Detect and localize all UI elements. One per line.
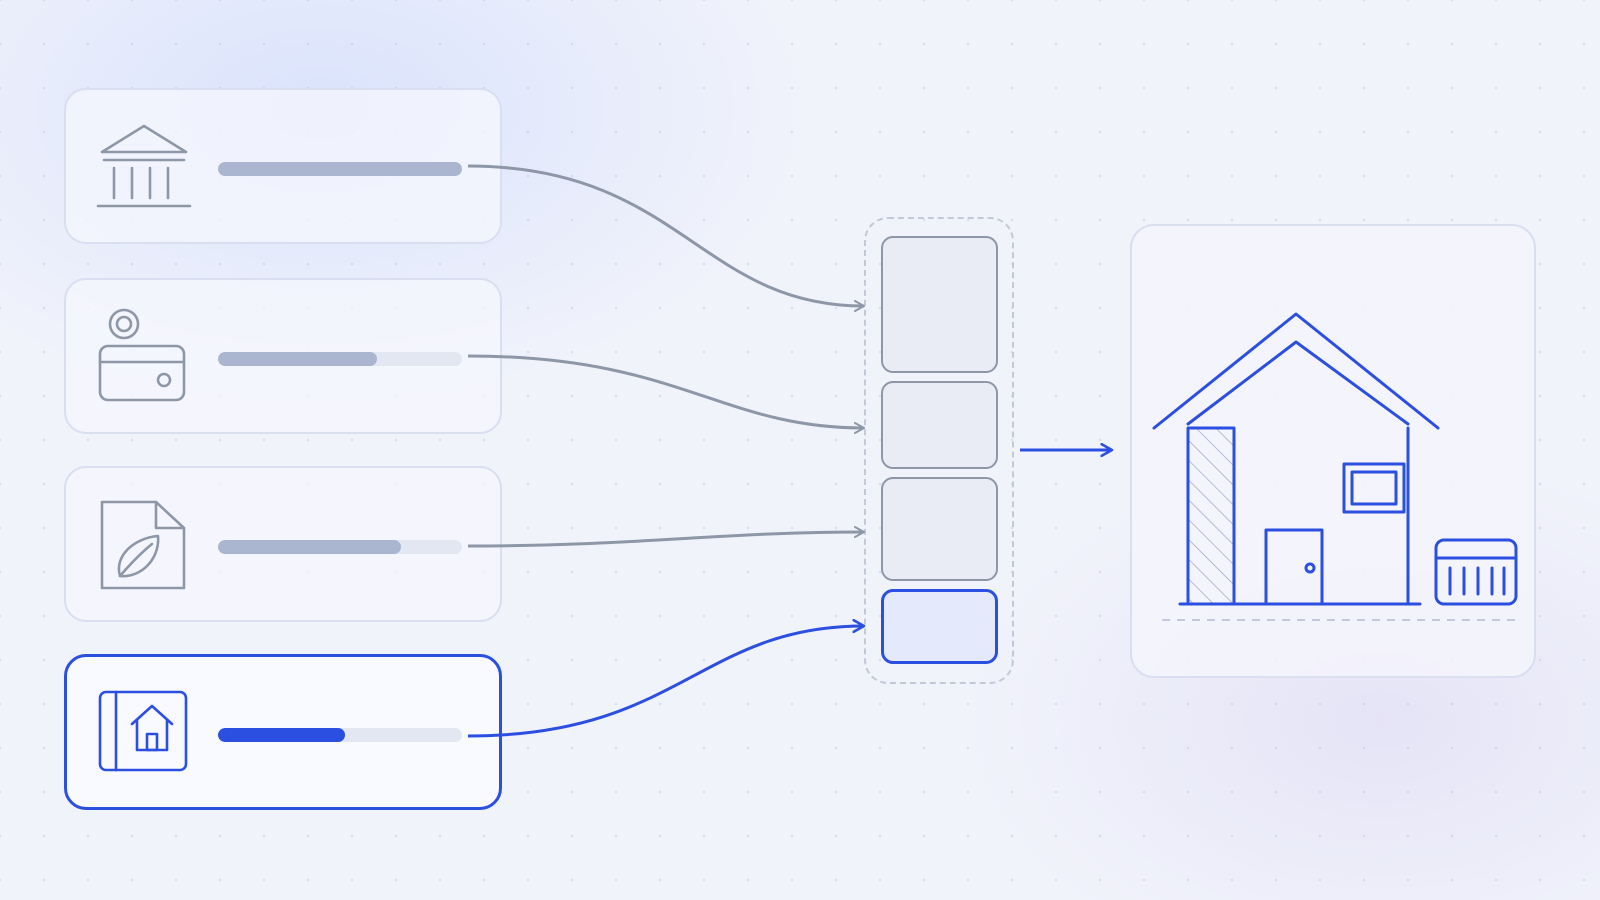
source-card-wallet[interactable]	[64, 278, 502, 434]
connector-document	[467, 526, 865, 548]
stack-slot-3	[881, 477, 998, 581]
progress-fill	[218, 352, 377, 366]
source-card-property[interactable]	[64, 654, 502, 810]
leaf-document-icon	[100, 500, 186, 590]
progress-track	[218, 162, 462, 176]
connector-property	[467, 626, 864, 738]
connector-wallet	[467, 354, 865, 434]
wallet-coin-icon	[98, 308, 186, 402]
connector-bank	[467, 164, 865, 312]
source-card-document[interactable]	[64, 466, 502, 622]
stack-slot-2	[881, 381, 998, 469]
progress-fill	[218, 728, 345, 742]
house-book-icon	[98, 690, 188, 772]
progress-track	[218, 540, 462, 554]
progress-fill	[218, 540, 401, 554]
progress-track	[218, 728, 462, 742]
aggregation-stack	[864, 217, 1014, 684]
progress-fill	[218, 162, 462, 176]
house-icon	[1152, 312, 1522, 621]
progress-track	[218, 352, 462, 366]
bank-icon	[96, 124, 192, 208]
stack-slot-4	[881, 589, 998, 664]
stack-slot-1	[881, 236, 998, 373]
result-card	[1130, 224, 1536, 678]
